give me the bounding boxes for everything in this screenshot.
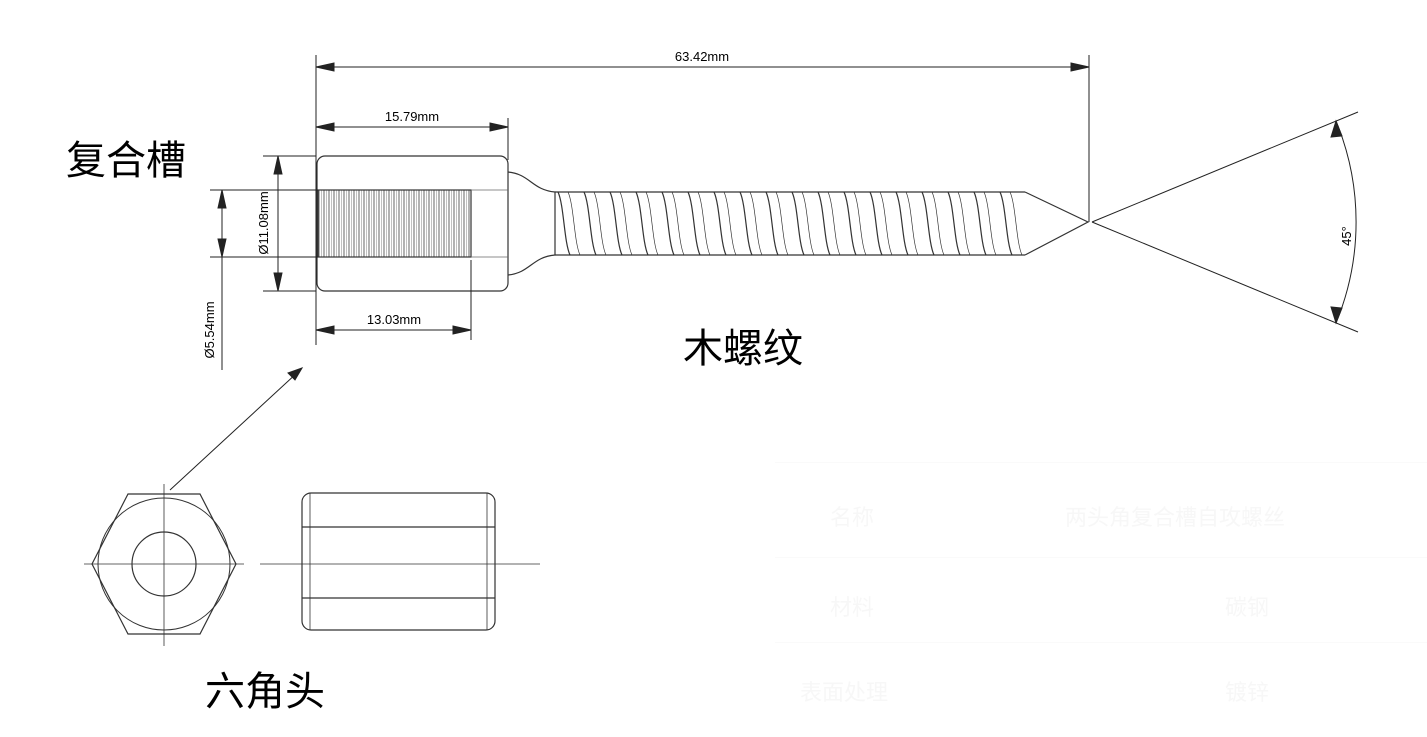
thread-ridge (973, 191, 987, 256)
table-cell-value: 两头角复合槽自攻螺丝 (1065, 506, 1286, 531)
table-cell-value: 碳钢 (1225, 596, 1270, 621)
hex-head-label: 六角头 (205, 669, 325, 715)
arrowhead (489, 122, 509, 132)
arrowhead (1330, 119, 1343, 138)
thread-ridge (1009, 191, 1023, 256)
thread-ridge (609, 191, 623, 256)
table-cell-name: 材料 (830, 596, 875, 621)
external-thread-ridges (557, 191, 1023, 256)
thread-ridge (817, 191, 831, 256)
thread-ridge (947, 191, 961, 256)
thread-ridge (895, 191, 909, 256)
thread-ridge (843, 191, 857, 256)
neck-taper (507, 171, 556, 276)
table-cell-name: 名称 (830, 506, 875, 531)
arrowhead (217, 238, 227, 258)
thread-ridge (879, 191, 893, 256)
thread-ridge (567, 191, 581, 256)
table-row: 名称 两头角复合槽自攻螺丝 (775, 482, 1427, 542)
arrowhead (315, 62, 335, 72)
inner-diameter-text: Ø5.54mm (202, 301, 217, 358)
head-length-text: 15.79mm (385, 109, 439, 124)
thread-ridge (557, 191, 571, 256)
arrowhead (1330, 306, 1343, 325)
hex-head-side-view (260, 492, 540, 631)
thread-ridge (921, 191, 935, 256)
thread-ridge (999, 191, 1013, 256)
table-row: 表面处理 镀锌 (775, 657, 1427, 717)
thread-ridge (791, 191, 805, 256)
screw-tip (1024, 191, 1090, 256)
internal-thread-bore (317, 189, 472, 258)
thread-ridge (739, 191, 753, 256)
thread-ridge (661, 191, 675, 256)
composite-slot-label: 复合槽 (66, 138, 186, 184)
screw-head-body (316, 155, 509, 292)
thread-ridge (713, 191, 727, 256)
thread-ridge (723, 191, 737, 256)
thread-ridge (905, 191, 919, 256)
thread-ridge (775, 191, 789, 256)
hex-head-end-view (84, 484, 244, 646)
table-divider (775, 557, 1427, 558)
thread-ridge (697, 191, 711, 256)
table-cell-name: 表面处理 (800, 681, 889, 706)
thread-ridge (593, 191, 607, 256)
arrowhead (452, 325, 472, 335)
thread-ridge (853, 191, 867, 256)
angle-ray-upper (1091, 111, 1359, 223)
arrowhead (315, 122, 335, 132)
arrowhead (273, 272, 283, 292)
thread-ridge (869, 191, 883, 256)
tip-angle-annotation (1091, 111, 1359, 333)
thread-ridge (635, 191, 649, 256)
arrowhead (1070, 62, 1090, 72)
thread-ridge (687, 191, 701, 256)
thread-ridge (801, 191, 815, 256)
leader-arrow (169, 367, 304, 491)
thread-ridge (957, 191, 971, 256)
dimension-lines (210, 55, 1090, 370)
table-cell-value: 镀锌 (1225, 681, 1270, 706)
faint-spec-table: 名称 两头角复合槽自攻螺丝 材料 碳钢 表面处理 镀锌 (775, 462, 1427, 737)
thread-ridge (827, 191, 841, 256)
thread-ridge (645, 191, 659, 256)
table-divider (775, 642, 1427, 643)
overall-length-text: 63.42mm (675, 49, 729, 64)
thread-ridge (671, 191, 685, 256)
outer-diameter-text: Ø11.08mm (256, 191, 271, 254)
tip-angle-text: 45° (1339, 226, 1354, 246)
thread-ridge (749, 191, 763, 256)
arrowhead (315, 325, 335, 335)
thread-ridge (583, 191, 597, 256)
thread-ridge (931, 191, 945, 256)
wood-thread-label: 木螺纹 (683, 326, 803, 372)
thread-ridge (619, 191, 633, 256)
thread-ridge (765, 191, 779, 256)
angle-arc (1335, 120, 1357, 324)
arrowhead (217, 189, 227, 209)
hex-side-body (301, 492, 496, 631)
table-divider (775, 462, 1427, 463)
thread-ridge (983, 191, 997, 256)
arrowhead (273, 155, 283, 175)
table-row: 材料 碳钢 (775, 572, 1427, 632)
thread-length-text: 13.03mm (367, 312, 421, 327)
screw-side-view (316, 155, 1090, 292)
angle-ray-lower (1091, 221, 1359, 333)
